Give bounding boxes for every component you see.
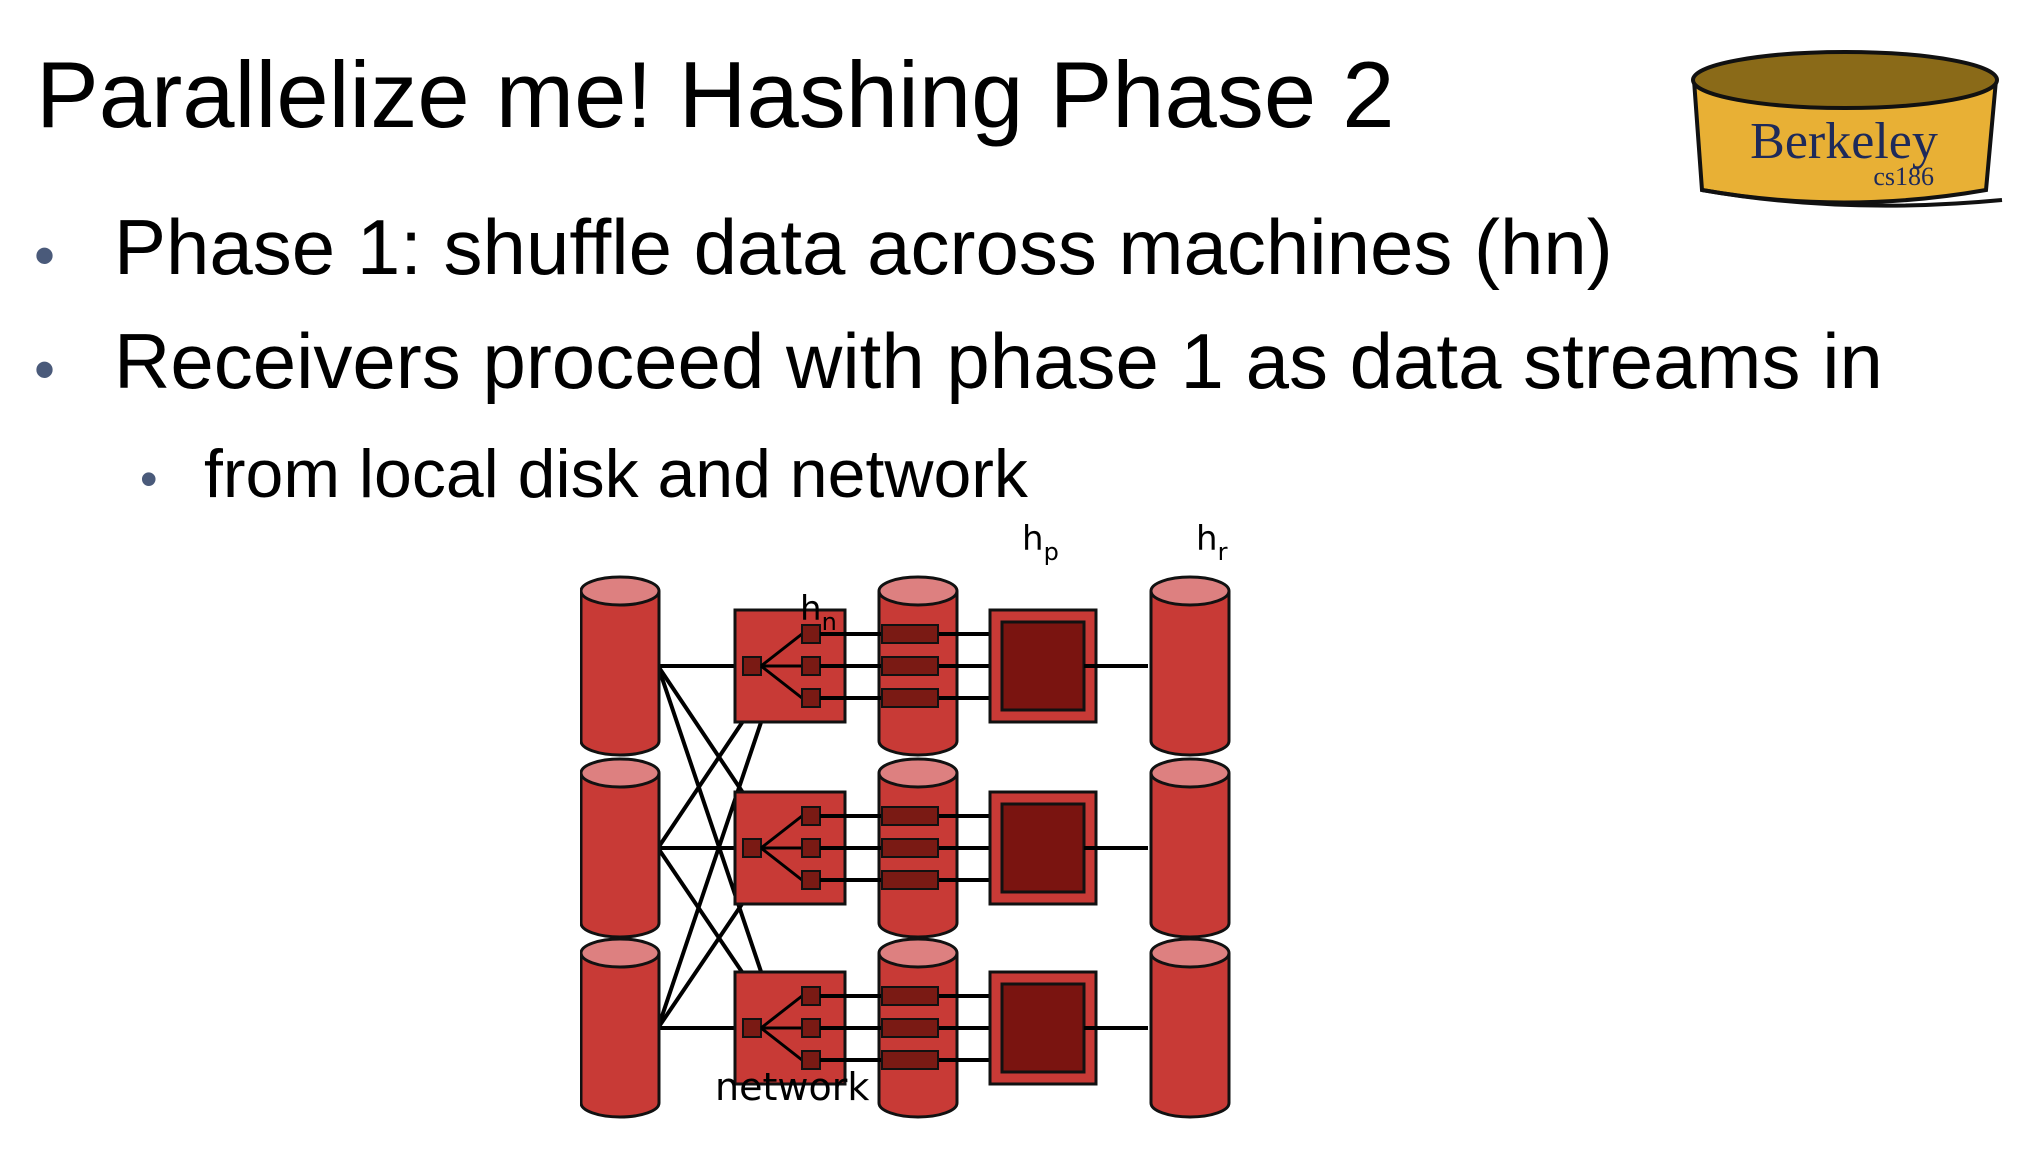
- slide-title: Parallelize me! Hashing Phase 2: [36, 42, 1395, 147]
- source-disk-top: [580, 937, 661, 969]
- input-node: [742, 1018, 762, 1038]
- sub-bullet-text: from local disk and network: [204, 436, 1028, 512]
- logo-subtext: cs186: [1873, 162, 1934, 191]
- bucket-block: [881, 1018, 939, 1038]
- output-disk-body: [1149, 953, 1231, 1119]
- partition-node: [801, 1018, 821, 1038]
- label-network: network: [715, 1065, 869, 1109]
- output-disk: [1149, 937, 1231, 1119]
- bucket-block: [881, 806, 939, 826]
- bucket-block: [881, 986, 939, 1006]
- bucket-block: [881, 624, 939, 644]
- berkeley-logo: Berkeley cs186: [1691, 50, 2003, 208]
- partition-disk-top: [877, 937, 959, 969]
- fanout-line: [760, 664, 803, 700]
- source-disk: [580, 937, 661, 1119]
- sub-bullet-item: • from local disk and network: [140, 440, 1028, 508]
- hashing-diagram: hn hp hr network: [580, 520, 1231, 1119]
- bucket-block: [881, 1050, 939, 1070]
- fanout-line: [760, 632, 803, 668]
- bucket-block: [881, 838, 939, 858]
- output-disk-body: [1149, 591, 1231, 757]
- partition-node: [801, 688, 821, 708]
- partition-node: [801, 870, 821, 890]
- logo-text: Berkeley: [1750, 113, 1938, 170]
- source-disk: [580, 757, 661, 939]
- source-disk-body: [580, 953, 661, 1119]
- hash-table-inner: [1000, 802, 1086, 894]
- fanout-line: [760, 814, 803, 850]
- bullet-text: Phase 1: shuffle data across machines (h…: [114, 203, 1613, 291]
- source-disk-top: [580, 575, 661, 607]
- output-disk: [1149, 575, 1231, 757]
- input-node: [742, 838, 762, 858]
- input-node: [742, 656, 762, 676]
- label-hn: hn: [800, 589, 837, 636]
- partition-node: [801, 986, 821, 1006]
- bullet-item: • Phase 1: shuffle data across machines …: [34, 208, 1613, 286]
- label-hp: hp: [1022, 520, 1059, 566]
- output-disk: [1149, 757, 1231, 939]
- source-disk-top: [580, 757, 661, 789]
- bucket-block: [881, 656, 939, 676]
- output-disk-body: [1149, 773, 1231, 939]
- sub-bullet-dot: •: [140, 451, 158, 507]
- output-disk-top: [1149, 575, 1231, 607]
- fanout-line: [760, 1026, 803, 1062]
- fanout-line: [760, 846, 803, 882]
- partition-disk-top: [877, 575, 959, 607]
- output-disk-top: [1149, 937, 1231, 969]
- source-disk-body: [580, 591, 661, 757]
- bullet-text: Receivers proceed with phase 1 as data s…: [114, 317, 1883, 405]
- fanout-line: [760, 994, 803, 1030]
- network-link: [656, 665, 782, 1029]
- source-disk-body: [580, 773, 661, 939]
- label-hr: hr: [1196, 520, 1228, 566]
- output-disk-top: [1149, 757, 1231, 789]
- bullet-dot: •: [34, 222, 56, 289]
- diagram-shapes: [580, 575, 1231, 1119]
- source-disk: [580, 575, 661, 757]
- bucket-block: [881, 870, 939, 890]
- bucket-block: [881, 688, 939, 708]
- partition-node: [801, 656, 821, 676]
- bullet-dot: •: [34, 336, 56, 403]
- bowl-logo-icon: [1691, 50, 2003, 208]
- partition-node: [801, 838, 821, 858]
- partition-disk-top: [877, 757, 959, 789]
- partition-node: [801, 806, 821, 826]
- bullet-item: • Receivers proceed with phase 1 as data…: [34, 322, 1883, 400]
- hash-table-inner: [1000, 620, 1086, 712]
- hash-table-inner: [1000, 982, 1086, 1074]
